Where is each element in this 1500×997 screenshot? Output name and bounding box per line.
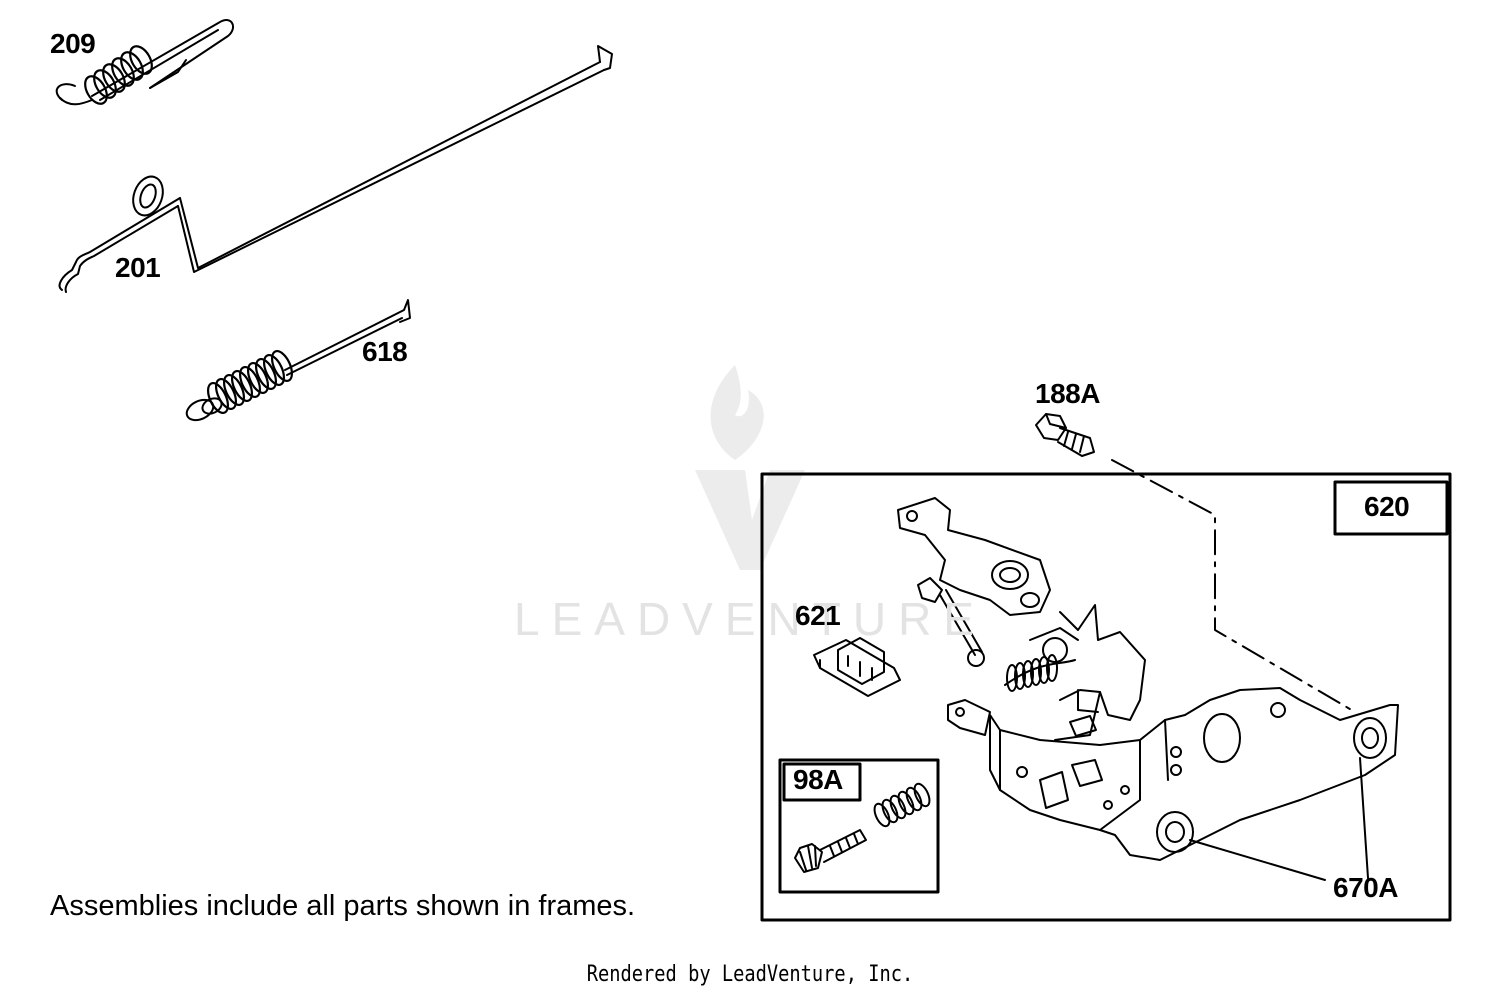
callout-98A: 98A bbox=[793, 764, 843, 795]
frame-98A bbox=[778, 758, 940, 894]
callout-188A: 188A bbox=[1035, 378, 1100, 409]
callout-618: 618 bbox=[362, 336, 408, 367]
part-98A-screw-and-spring bbox=[794, 782, 931, 873]
part-188A-bolt bbox=[1035, 413, 1095, 457]
part-620-control-bracket bbox=[897, 497, 1399, 861]
callout-209: 209 bbox=[50, 28, 96, 59]
part-618-extension-spring bbox=[185, 299, 411, 422]
label-box-620 bbox=[1333, 480, 1449, 536]
frame-620 bbox=[760, 472, 1452, 922]
coil-620 bbox=[1004, 654, 1076, 692]
callout-620: 620 bbox=[1364, 491, 1410, 522]
part-201-link-rod bbox=[58, 45, 613, 293]
watermark-logo bbox=[695, 365, 805, 570]
leader-188A bbox=[1111, 459, 1356, 713]
callout-670A: 670A bbox=[1333, 872, 1398, 903]
part-209-spring-clip bbox=[55, 19, 235, 106]
callout-201: 201 bbox=[115, 252, 161, 283]
label-box-98A bbox=[782, 762, 862, 802]
callout-621: 621 bbox=[795, 600, 841, 631]
coil-209 bbox=[84, 45, 153, 105]
coil-98A bbox=[873, 782, 931, 828]
watermark-text: LEADVENTURE bbox=[514, 593, 986, 645]
part-621-clip bbox=[813, 637, 901, 697]
coil-618 bbox=[206, 350, 294, 414]
leader-670A bbox=[1189, 757, 1369, 881]
render-credit: Rendered by LeadVenture, Inc. bbox=[586, 962, 914, 987]
assembly-note: Assemblies include all parts shown in fr… bbox=[50, 890, 636, 922]
